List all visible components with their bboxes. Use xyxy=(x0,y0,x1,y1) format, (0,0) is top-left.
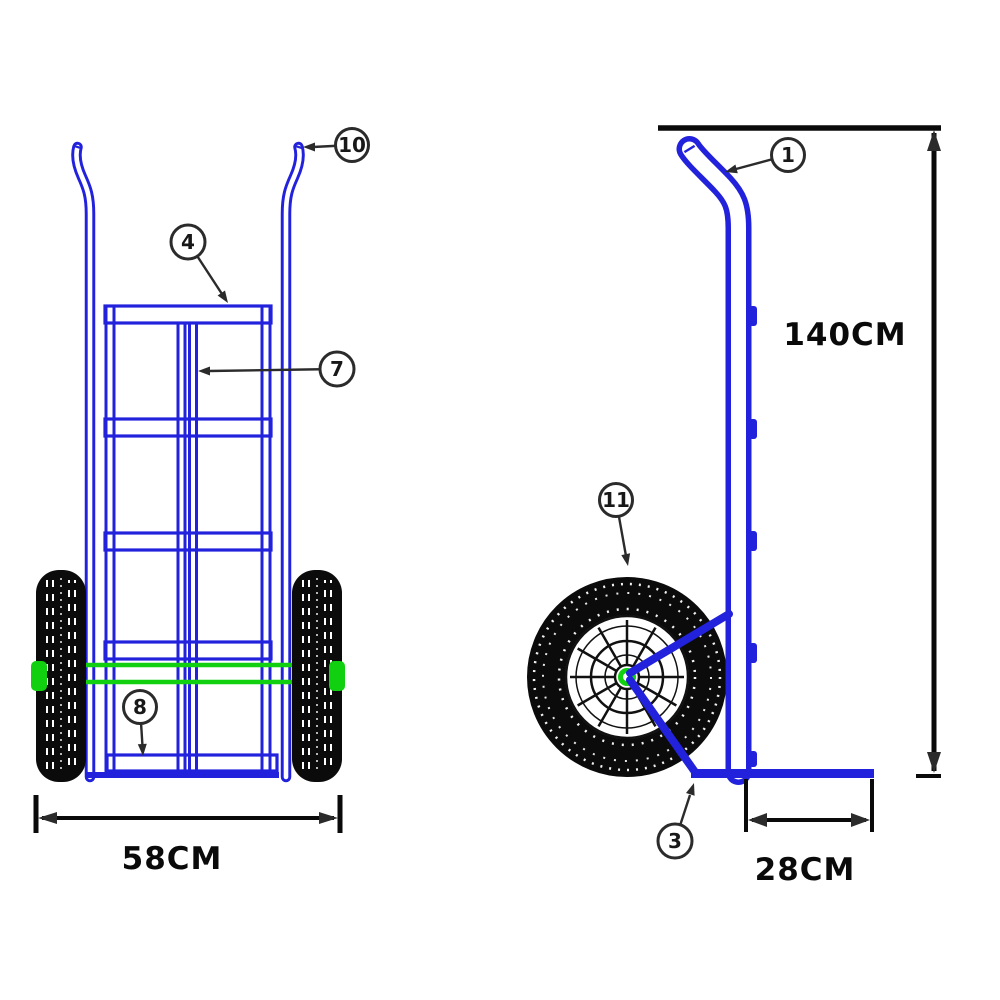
callout-7-leader xyxy=(208,367,338,373)
callout-8-arrowhead xyxy=(137,743,147,756)
callout-1-circle xyxy=(770,137,806,173)
callout-10-circle xyxy=(334,127,370,163)
front-width-dimension: 58CM xyxy=(33,795,343,877)
depth-dimension-label: 28CM xyxy=(755,852,856,888)
front-center-bars xyxy=(176,323,198,772)
width-dimension-label: 58CM xyxy=(122,841,223,877)
callout-4-number: 4 xyxy=(181,230,195,254)
callout-11-arrowhead xyxy=(621,553,631,566)
callout-7-arrowhead xyxy=(198,366,210,376)
front-left-handle-rail xyxy=(71,141,96,783)
side-view: 140CM xyxy=(527,125,941,888)
callout-3: 3 xyxy=(656,783,695,860)
callout-1-arrowhead xyxy=(725,164,738,174)
crossbar-2 xyxy=(103,417,273,438)
callout-8: 8 xyxy=(122,689,158,756)
callout-3-number: 3 xyxy=(668,829,682,853)
crossbar-top xyxy=(103,304,273,325)
crossbar-3 xyxy=(103,531,273,552)
callout-11: 11 xyxy=(598,482,634,566)
callout-11-number: 11 xyxy=(602,488,630,512)
handle-end-cap xyxy=(72,144,83,150)
front-left-wheel xyxy=(36,570,86,782)
callout-4-circle xyxy=(169,223,207,261)
callout-10-arrowhead xyxy=(303,142,315,152)
callout-4-arrowhead xyxy=(217,290,228,303)
callout-4: 4 xyxy=(169,223,228,303)
front-crossbars xyxy=(103,304,279,773)
callout-7: 7 xyxy=(198,350,356,388)
side-wheel xyxy=(527,577,727,777)
side-post-handle xyxy=(676,136,752,785)
handle-end-cap xyxy=(683,144,696,154)
bottom-bar xyxy=(105,753,279,773)
front-axle xyxy=(36,662,342,685)
side-crossbar-tabs xyxy=(749,306,757,767)
front-view: 58CM xyxy=(31,141,345,877)
axle-cap-left xyxy=(31,661,47,691)
crossbar-4 xyxy=(103,640,273,661)
height-dimension-label: 140CM xyxy=(783,317,906,353)
front-right-wheel xyxy=(292,570,342,782)
callout-8-number: 8 xyxy=(133,695,147,719)
callouts: 10 4 7 8 1 xyxy=(122,127,806,860)
callout-8-circle xyxy=(122,689,158,725)
axle-cap-right xyxy=(329,661,345,691)
side-depth-dimension: 28CM xyxy=(744,779,874,888)
side-wheel-struts xyxy=(626,610,733,776)
callout-7-number: 7 xyxy=(330,357,344,381)
callout-10-number: 10 xyxy=(338,133,366,157)
handle-end-cap xyxy=(293,144,304,150)
front-right-handle-rail xyxy=(280,141,305,783)
callout-11-circle xyxy=(598,482,634,518)
callout-7-circle xyxy=(318,350,356,388)
callout-1-number: 1 xyxy=(781,143,795,167)
callout-3-arrowhead xyxy=(686,783,695,796)
callout-3-circle xyxy=(656,822,694,860)
callout-10: 10 xyxy=(303,127,370,163)
callout-1: 1 xyxy=(725,137,806,174)
side-height-dimension: 140CM xyxy=(783,130,941,778)
